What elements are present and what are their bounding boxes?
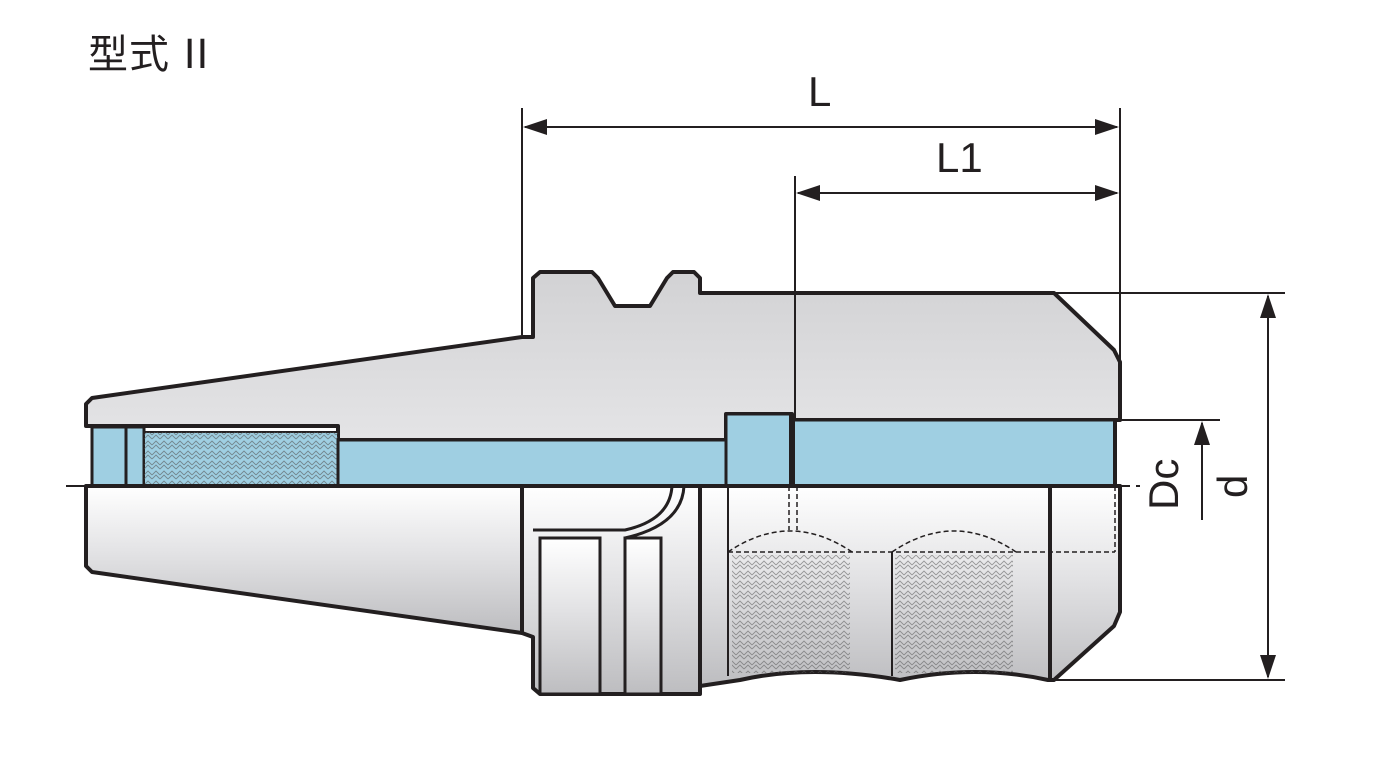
dim-label-Dc: Dc	[1140, 459, 1187, 510]
dim-label-d: d	[1209, 475, 1256, 498]
upper-body-section	[84, 270, 1122, 442]
dim-label-L: L	[808, 68, 831, 115]
dimension-lines	[521, 108, 1285, 681]
model-type-title: 型式 II	[88, 32, 210, 78]
bore-section	[90, 412, 1117, 488]
dim-label-L1: L1	[936, 134, 983, 181]
lower-body-view	[84, 484, 1122, 696]
